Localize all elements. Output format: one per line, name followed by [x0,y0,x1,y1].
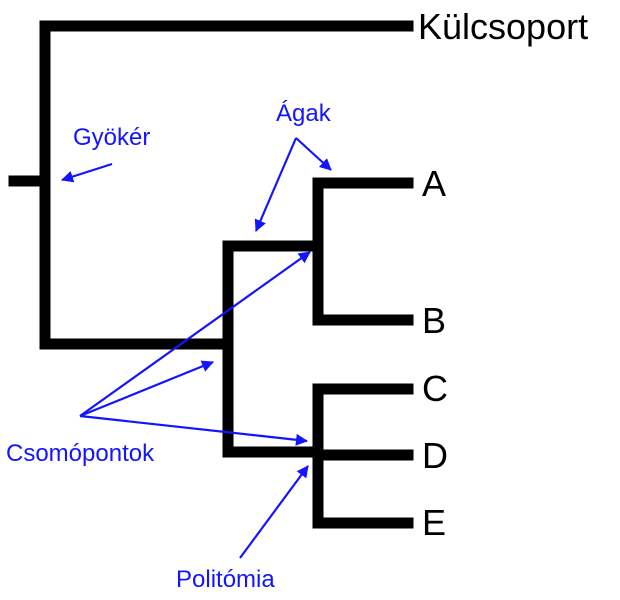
annotation-labels: Gyökér Ágak Csomópontok Politómia [6,100,332,593]
node-arrow-cde [79,414,308,446]
leaf-label-c: C [422,368,448,409]
root-label: Gyökér [73,124,150,151]
nodes-label: Csomópontok [6,440,155,467]
node-arrow-ab [79,251,311,417]
polytomy-arrow [239,465,309,559]
branch-arrow-1 [254,137,298,232]
outgroup-label: Külcsoport [418,6,588,47]
leaf-label-b: B [422,300,446,341]
root-arrow [61,162,113,183]
annotation-arrows [61,137,332,559]
leaf-labels: Külcsoport A B C D E [418,6,588,543]
polytomy-label: Politómia [176,566,275,593]
branches-label: Ágak [276,100,332,127]
tree [8,20,414,529]
branch-arrow-2 [295,137,332,171]
leaf-label-d: D [422,435,448,476]
leaf-label-a: A [422,163,446,204]
leaf-label-e: E [422,502,446,543]
node-arrow-ingroup [79,360,214,418]
